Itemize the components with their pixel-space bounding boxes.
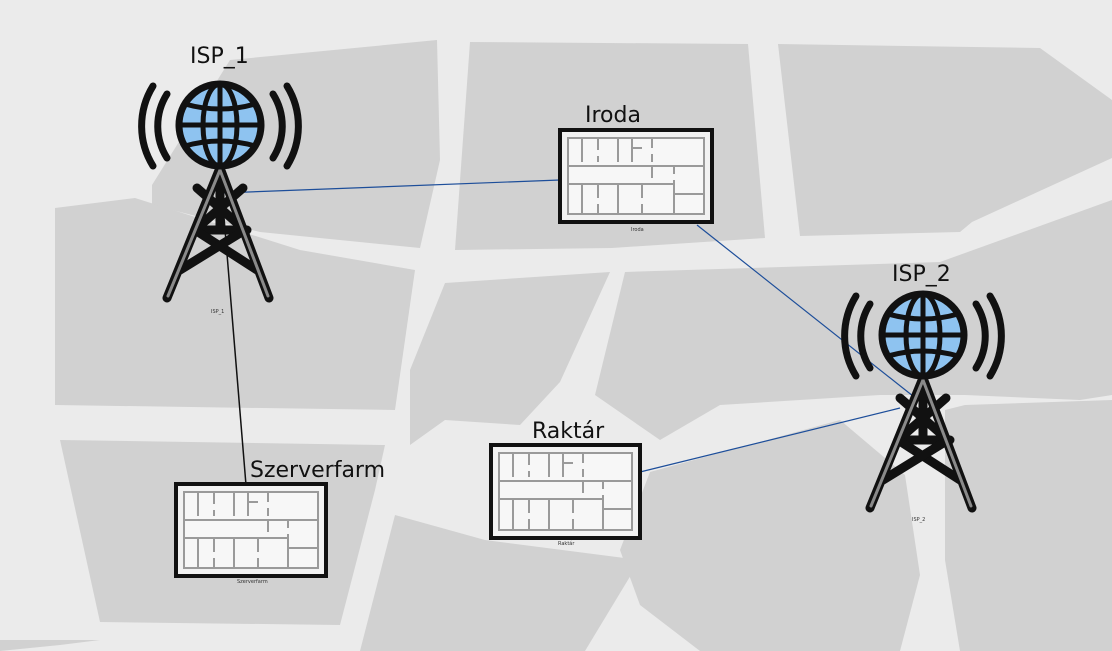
link-raktar-isp2 bbox=[639, 407, 901, 473]
floor-plan-icon bbox=[558, 128, 714, 224]
szerverfarm-caption: Szerverfarm bbox=[237, 579, 268, 585]
isp2-caption: ISP_2 bbox=[912, 517, 926, 523]
isp2-node[interactable] bbox=[838, 290, 1008, 518]
isp1-caption: ISP_1 bbox=[211, 309, 225, 315]
link-iroda-isp2 bbox=[696, 224, 919, 401]
floor-plan-icon bbox=[174, 482, 328, 578]
isp1-label: ISP_1 bbox=[190, 44, 249, 69]
link-isp1-iroda bbox=[221, 179, 561, 194]
szerverfarm-node[interactable] bbox=[174, 482, 328, 578]
radio-tower-icon bbox=[138, 80, 302, 303]
isp1-node[interactable] bbox=[135, 80, 305, 308]
raktar-label: Raktár bbox=[532, 419, 605, 444]
szerverfarm-label: Szerverfarm bbox=[250, 458, 386, 483]
iroda-caption: Iroda bbox=[631, 227, 644, 233]
floor-plan-icon bbox=[489, 443, 642, 540]
iroda-node[interactable] bbox=[558, 128, 714, 224]
raktar-caption: Raktár bbox=[558, 541, 575, 547]
isp2-label: ISP_2 bbox=[892, 262, 951, 287]
radio-tower-icon bbox=[841, 290, 1005, 513]
iroda-label: Iroda bbox=[585, 103, 641, 128]
raktar-node[interactable] bbox=[489, 443, 642, 540]
